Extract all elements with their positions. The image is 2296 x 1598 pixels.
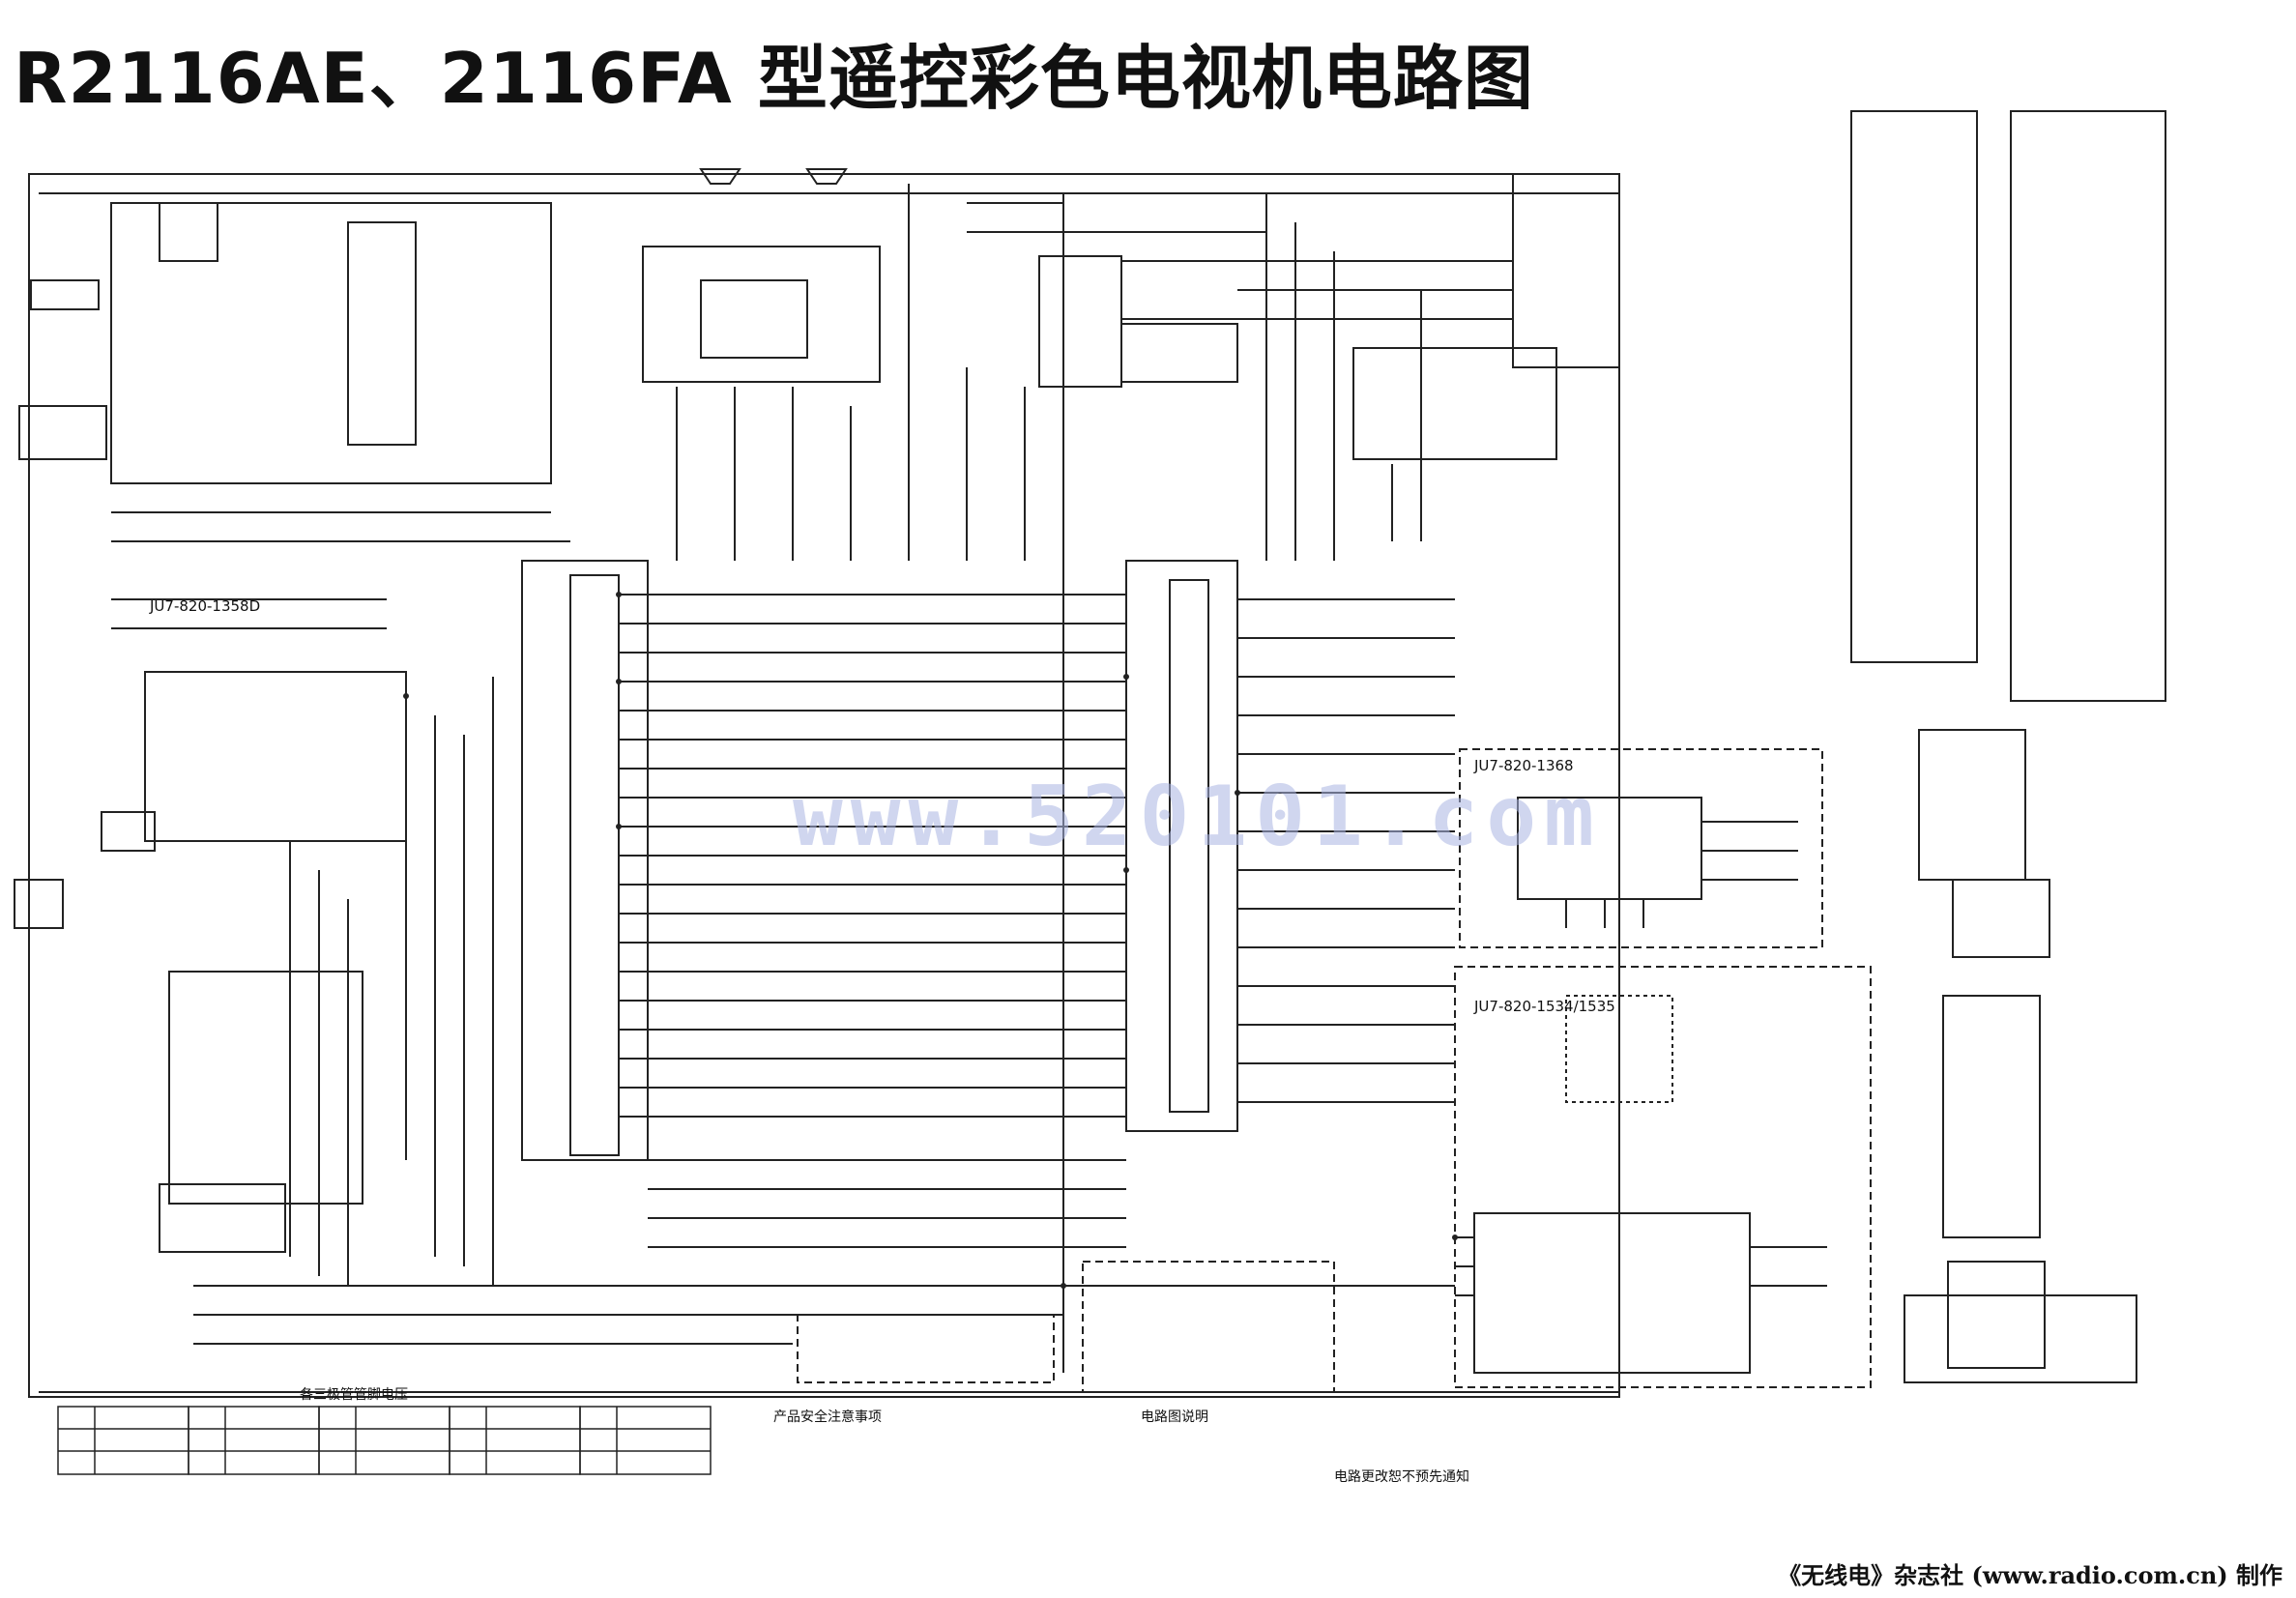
transistor-table-caption: 各三极管管脚电压	[300, 1387, 408, 1403]
watermark: www.520101.com	[793, 769, 1602, 865]
legend-title: 电路图说明	[1141, 1409, 1208, 1425]
publisher-credit: 《无线电》杂志社 (www.radio.com.cn) 制作	[1778, 1561, 2282, 1589]
module-label-1368: JU7-820-1368	[1474, 757, 1574, 774]
module-label-1358d: JU7-820-1358D	[150, 597, 261, 615]
module-label-1534: JU7-820-1534/1535	[1474, 998, 1615, 1015]
safety-notes-title: 产品安全注意事项	[773, 1409, 882, 1425]
change-notice: 电路更改恕不预先通知	[1334, 1469, 1469, 1485]
page-title: R2116AE、2116FA 型遥控彩色电视机电路图	[14, 38, 1534, 119]
